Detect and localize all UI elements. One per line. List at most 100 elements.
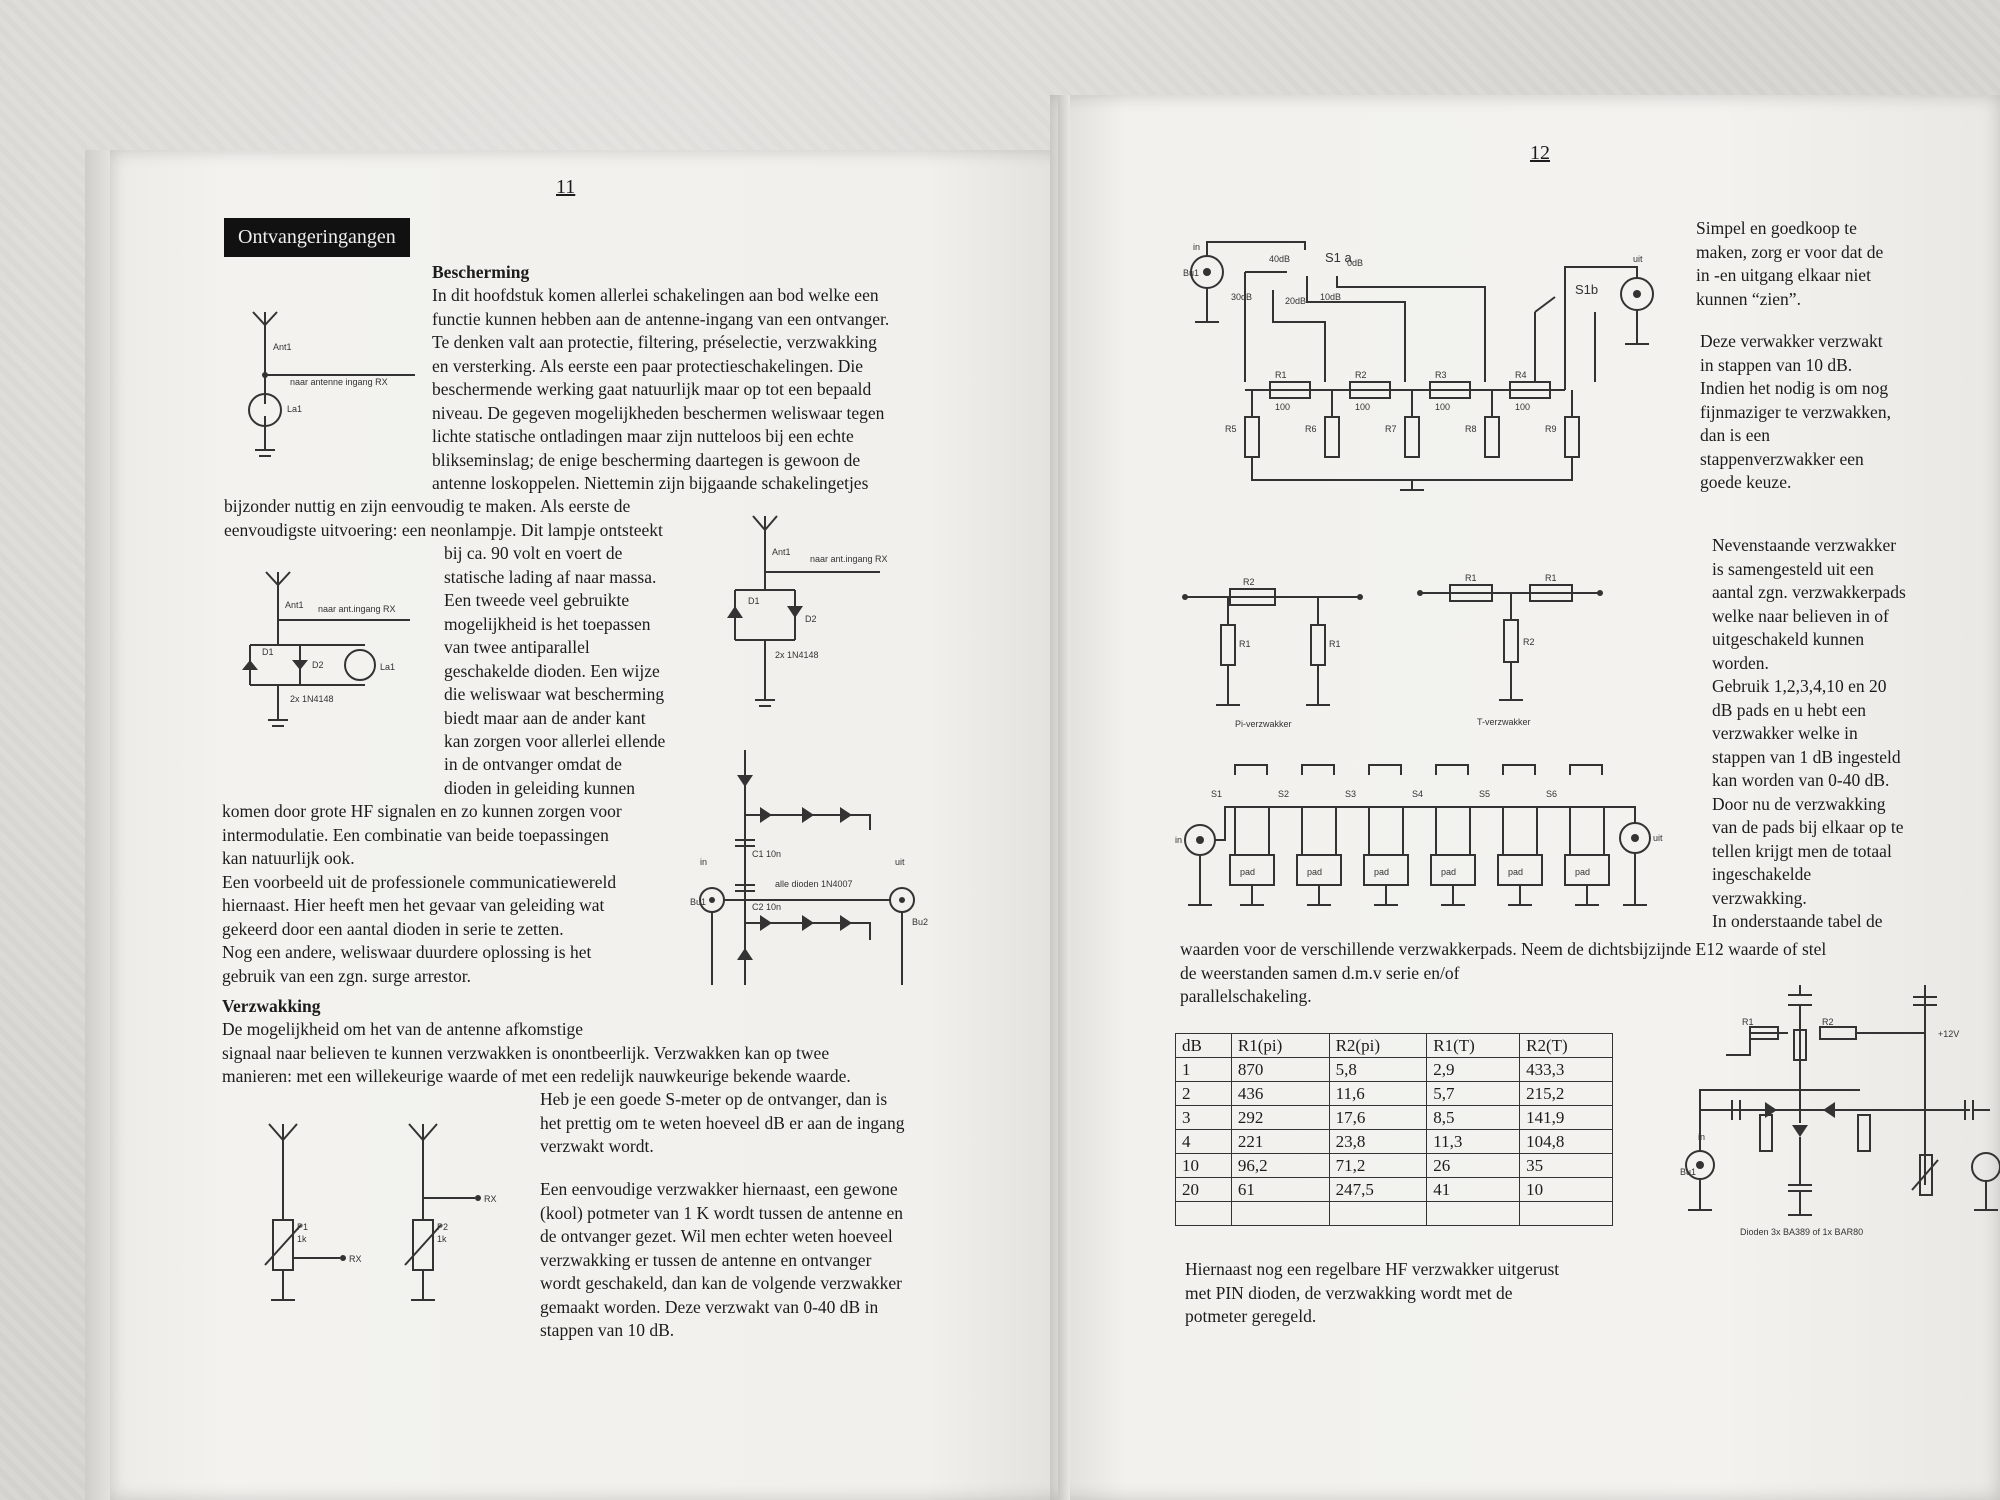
label-100-r2: 100 <box>1355 402 1370 412</box>
label-p2-1k: 1k <box>437 1234 447 1244</box>
label-r1-pi-a: R1 <box>1239 639 1251 649</box>
table-cell: 96,2 <box>1230 1153 1330 1178</box>
table-cell: 35 <box>1519 1153 1613 1178</box>
switch-label-s4: S4 <box>1412 789 1423 799</box>
label-r1-t-a: R1 <box>1465 573 1477 583</box>
table-cell: 11,3 <box>1426 1129 1521 1154</box>
label-r5-sw: R5 <box>1225 424 1237 434</box>
table-cell: 1 <box>1175 1057 1232 1082</box>
label-p1: P1 <box>297 1222 308 1232</box>
label-10db: 10dB <box>1320 292 1341 302</box>
paragraph-bescherming-4: in de ontvanger omdat de dioden in gelei… <box>444 754 636 798</box>
table-cell: R1(pi) <box>1230 1033 1330 1058</box>
label-in-pin: in <box>1698 1132 1705 1142</box>
label-bu1-prot: Bu1 <box>690 897 706 907</box>
pad-label-4: pad <box>1441 867 1456 877</box>
label-100-r1: 100 <box>1275 402 1290 412</box>
label-ant1-c: Ant1 <box>772 547 791 557</box>
label-p1-1k: 1k <box>297 1234 307 1244</box>
label-la1-b: La1 <box>380 662 395 672</box>
label-rx-short-b: naar ant.ingang RX <box>318 604 396 614</box>
table-cell: 5,7 <box>1426 1081 1521 1106</box>
table-cell: 2,9 <box>1426 1057 1521 1082</box>
pad-label-2: pad <box>1307 867 1322 877</box>
schematic-pad-chain: pad pad pad pad pad pad S1 S2 S3 S4 S5 S… <box>1175 764 1663 906</box>
label-r2-pin: R2 <box>1822 1017 1834 1027</box>
paragraph-table-intro: waarden voor de verschillende verzwakker… <box>1180 939 1827 1006</box>
table-cell: 221 <box>1230 1129 1330 1154</box>
label-bu1-pin: Bu1 <box>1680 1167 1696 1177</box>
table-cell: 71,2 <box>1328 1153 1428 1178</box>
label-bu2-prot: Bu2 <box>912 917 928 927</box>
table-cell: 17,6 <box>1328 1105 1428 1130</box>
label-c2-prot: C2 10n <box>752 902 781 912</box>
label-rx-short-c: naar ant.ingang RX <box>810 554 888 564</box>
label-in-pads: in <box>1175 835 1182 845</box>
label-ant1: Ant1 <box>273 342 292 352</box>
label-p2: P2 <box>437 1222 448 1232</box>
label-r1-pi-b: R1 <box>1329 639 1341 649</box>
book-spine <box>1058 95 1070 1500</box>
switch-label-s6: S6 <box>1546 789 1557 799</box>
label-rx-p1: RX <box>349 1254 362 1264</box>
table-cell: 8,5 <box>1426 1105 1521 1130</box>
table-cell: 104,8 <box>1519 1129 1613 1154</box>
table-cell: 5,8 <box>1328 1057 1428 1082</box>
label-la1: La1 <box>287 404 302 414</box>
table-cell: 433,3 <box>1519 1057 1613 1082</box>
schematic-diodes-and-neon: Ant1 naar ant.ingang RX D1 D2 La1 2x 1N4… <box>242 571 410 727</box>
label-in-prot: in <box>700 857 707 867</box>
section-title: Ontvangeringangen <box>224 218 410 257</box>
table-cell: 23,8 <box>1328 1129 1428 1154</box>
page-number-right: 12 <box>1530 142 1550 164</box>
table-cell: 4 <box>1175 1129 1232 1154</box>
label-diodes-b: 2x 1N4148 <box>290 694 334 704</box>
label-s1b: S1b <box>1575 282 1598 297</box>
label-r1-t-b: R1 <box>1545 573 1557 583</box>
table-cell: 247,5 <box>1328 1177 1428 1202</box>
table-cell <box>1175 1201 1232 1226</box>
book-edge <box>85 150 113 1500</box>
pad-label-3: pad <box>1374 867 1389 877</box>
label-r2-t: R2 <box>1523 637 1535 647</box>
label-r2-sw: R2 <box>1355 370 1367 380</box>
schematic-potmeter-attenuators: P1 1k RX P2 1k RX <box>264 1123 497 1301</box>
label-100-r3: 100 <box>1435 402 1450 412</box>
pad-label-6: pad <box>1575 867 1590 877</box>
table-cell: 292 <box>1230 1105 1330 1130</box>
label-12v: +12V <box>1938 1029 1959 1039</box>
table-cell: 41 <box>1426 1177 1521 1202</box>
paragraph-bottom: Hiernaast nog een regelbare HF verzwakke… <box>1185 1259 1560 1326</box>
page-number-left: 11 <box>556 176 576 198</box>
label-r1-pin: R1 <box>1742 1017 1754 1027</box>
label-40db: 40dB <box>1269 254 1290 264</box>
label-r8-sw: R8 <box>1465 424 1477 434</box>
paragraph-bescherming-3: bij ca. 90 volt en voert de statische la… <box>444 543 666 751</box>
label-d2-b: D2 <box>312 660 324 670</box>
label-uit-pads: uit <box>1653 833 1663 843</box>
heading-verzwakking: Verzwakking <box>222 996 321 1016</box>
label-r7-sw: R7 <box>1385 424 1397 434</box>
label-r1-sw: R1 <box>1275 370 1287 380</box>
pad-blocks <box>1229 764 1610 906</box>
switch-label-s3: S3 <box>1345 789 1356 799</box>
schematic-antiparallel-diodes: Ant1 naar ant.ingang RX D1 D2 2x 1N4148 <box>727 515 888 707</box>
paragraph-verzwakking-2: Heb je een goede S-meter op de ontvanger… <box>540 1089 905 1156</box>
table-cell <box>1426 1201 1521 1226</box>
table-cell: dB <box>1175 1033 1232 1058</box>
table-cell: 436 <box>1230 1081 1330 1106</box>
label-in-sw: in <box>1193 242 1200 252</box>
paragraph-verzwakking-3: Een eenvoudige verzwakker hiernaast, een… <box>540 1179 904 1340</box>
table-cell: 20 <box>1175 1177 1232 1202</box>
label-r9-sw: R9 <box>1545 424 1557 434</box>
table-cell: 3 <box>1175 1105 1232 1130</box>
table-cell: R1(T) <box>1426 1033 1521 1058</box>
label-100-r4: 100 <box>1515 402 1530 412</box>
label-all-diodes: alle dioden 1N4007 <box>775 879 853 889</box>
schematic-professional-protection: in uit Bu1 Bu2 C1 10n C2 10n alle dioden… <box>690 750 928 985</box>
label-diodes-c: 2x 1N4148 <box>775 650 819 660</box>
